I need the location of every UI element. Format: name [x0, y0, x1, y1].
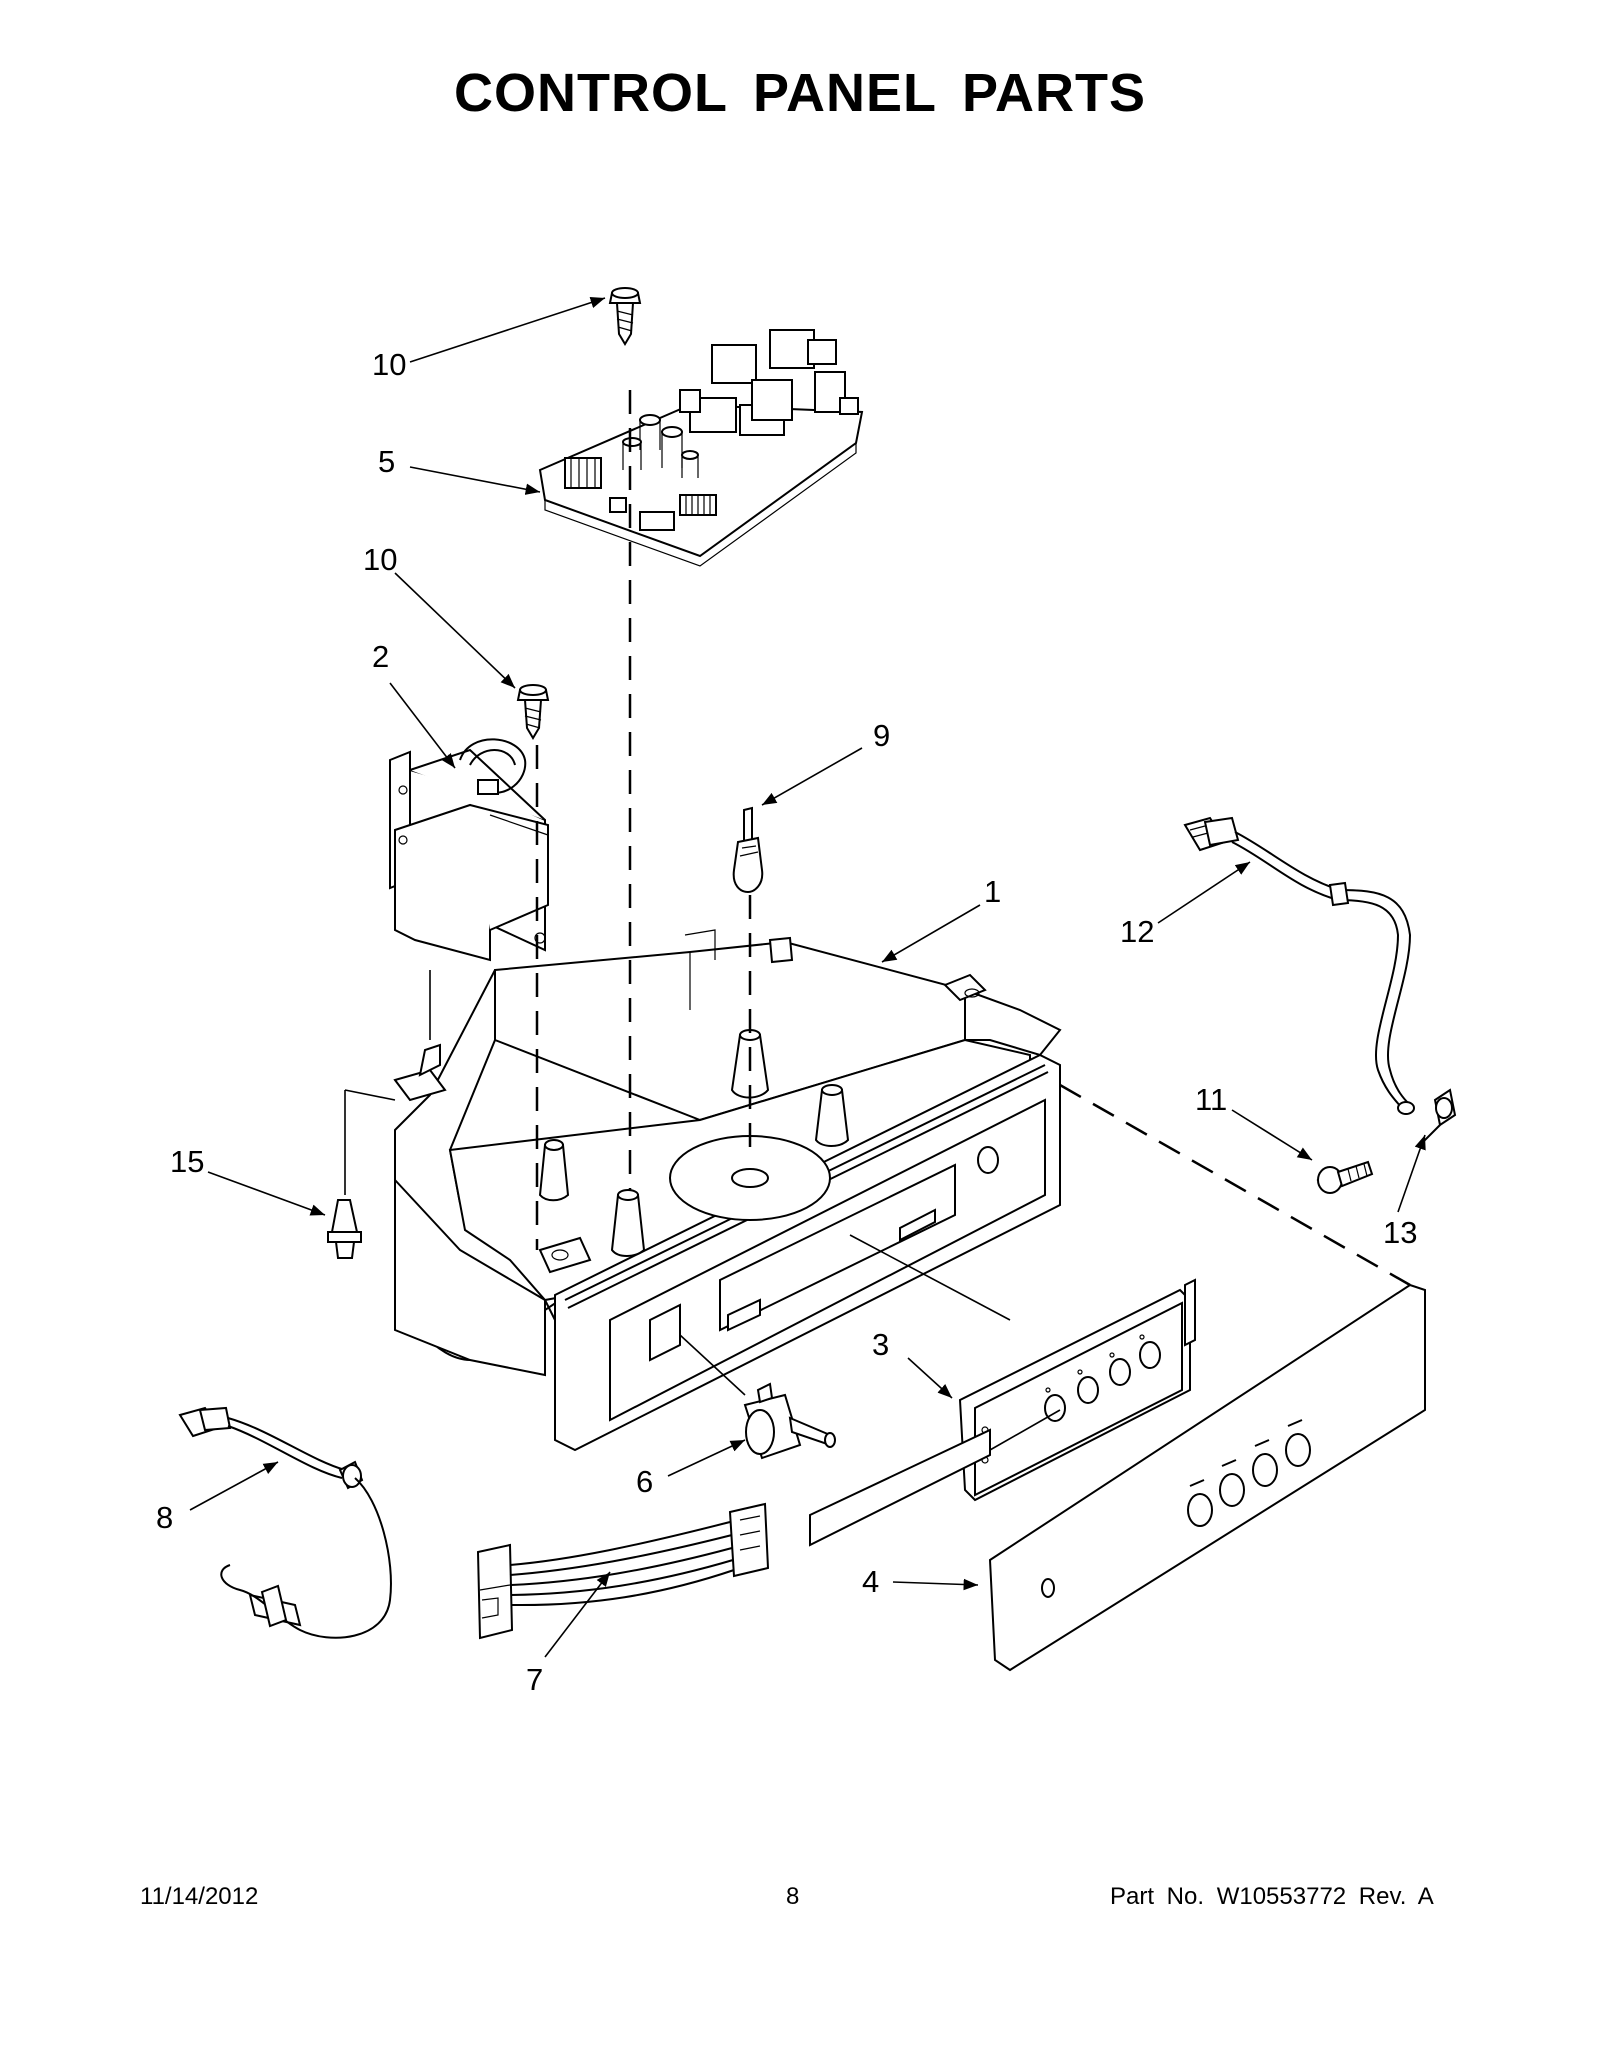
page-title: CONTROL PANEL PARTS [453, 63, 1147, 123]
wire-harness-part-7 [476, 1502, 770, 1640]
callout-leaders [189, 297, 1426, 1658]
screw-part-11 [1316, 1160, 1374, 1194]
callout-15: 15 [170, 1144, 204, 1179]
callout-11: 11 [1195, 1082, 1227, 1117]
sensor-harness-part-8 [178, 1406, 392, 1639]
footer-page-number: 8 [786, 1883, 800, 1910]
footer-date: 11/14/2012 [140, 1883, 259, 1910]
callout-8: 8 [156, 1500, 173, 1535]
control-module-part-3 [809, 1278, 1196, 1547]
callout-4: 4 [862, 1564, 879, 1599]
callout-10-top: 10 [372, 347, 406, 382]
switch-part-6 [743, 1382, 836, 1460]
callout-3: 3 [872, 1327, 889, 1362]
callout-1: 1 [984, 874, 1001, 909]
screw-part-10-top [608, 287, 642, 346]
callout-5: 5 [378, 444, 395, 479]
callout-13: 13 [1383, 1215, 1417, 1250]
footer-part-number: Part No. W10553772 Rev. A [1110, 1883, 1434, 1910]
callout-12: 12 [1120, 914, 1154, 949]
push-pin-part-15 [327, 1199, 362, 1259]
control-board-part-5 [538, 329, 864, 567]
callout-9: 9 [873, 718, 890, 753]
callout-10-middle: 10 [363, 542, 397, 577]
housing-part-1 [393, 929, 1062, 1452]
callout-labels: 10 5 10 2 9 1 12 11 13 15 3 6 8 4 7 [156, 347, 1417, 1697]
callout-7: 7 [526, 1662, 543, 1697]
callout-2: 2 [372, 639, 389, 674]
transformer-part-2 [389, 738, 549, 962]
light-bulb-part-9 [732, 806, 764, 894]
front-overlay-part-4 [988, 1283, 1426, 1672]
callout-6: 6 [636, 1464, 653, 1499]
screw-part-10-middle [516, 684, 550, 740]
assembly-dash-lines [344, 390, 1411, 1451]
ground-clip-part-13 [1419, 1088, 1457, 1146]
wire-harness-part-12 [1183, 816, 1415, 1115]
